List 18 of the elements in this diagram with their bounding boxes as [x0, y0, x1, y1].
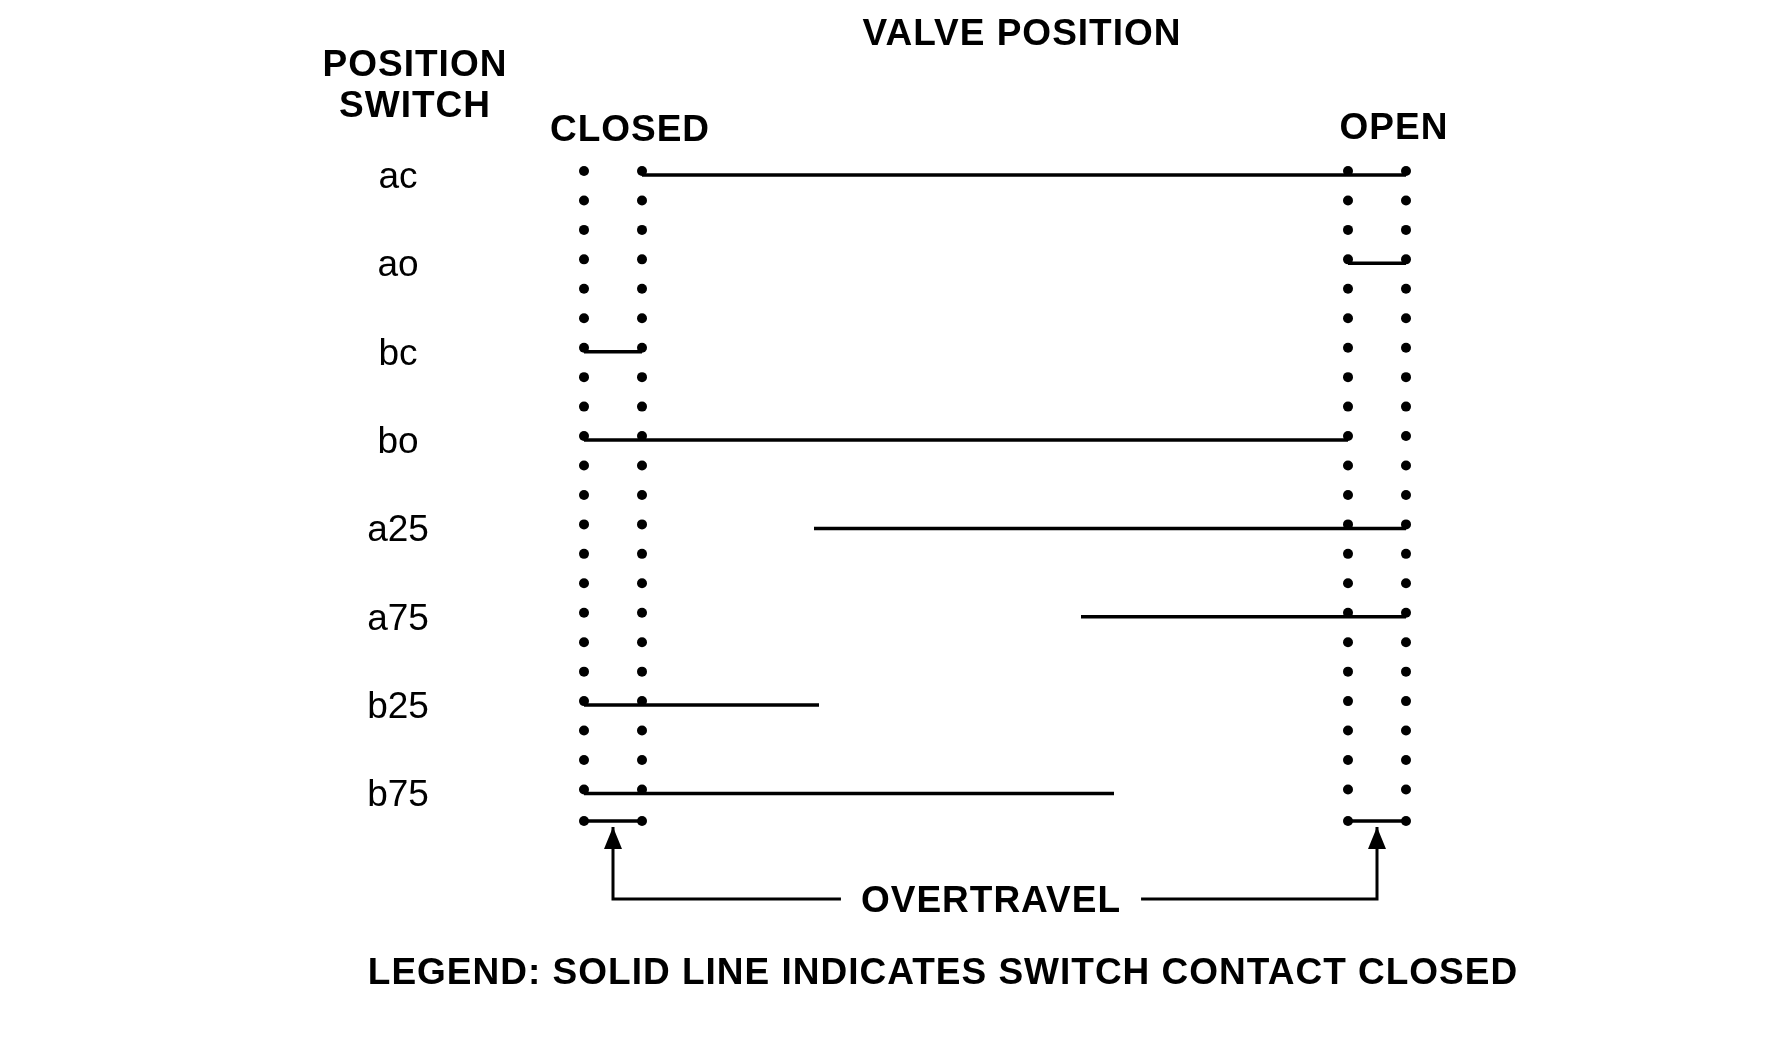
switch-name: ac — [378, 156, 418, 194]
leader-arrow — [604, 827, 841, 901]
legend-note: LEGEND: SOLID LINE INDICATES SWITCH CONTACT CLOSED — [367, 952, 1519, 990]
column-header: POSITION SWITCH — [321, 43, 509, 125]
column-header: CLOSED — [549, 109, 711, 147]
switch-name: a75 — [367, 598, 429, 636]
switch-name: ao — [377, 244, 419, 282]
switch-name: a25 — [367, 509, 429, 547]
overtravel-bar — [578, 815, 648, 827]
leader-arrow — [1141, 827, 1386, 901]
overtravel-bar — [1342, 815, 1412, 827]
axis-title: VALVE POSITION — [862, 13, 1182, 51]
column-header: OPEN — [1339, 107, 1449, 145]
callout-label: OVERTRAVEL — [840, 880, 1142, 918]
switch-name: bc — [378, 333, 418, 371]
switch-name: b25 — [367, 686, 429, 724]
switch-name: b75 — [367, 774, 429, 812]
switch-name: bo — [377, 421, 419, 459]
